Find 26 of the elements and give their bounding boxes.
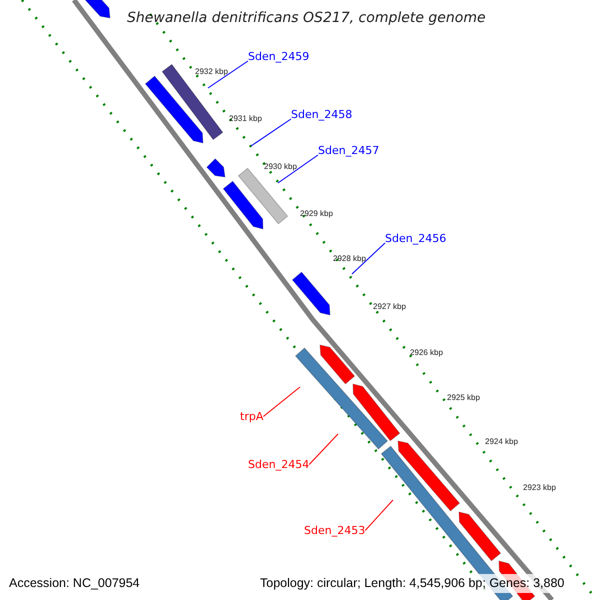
position-label: 2925 kbp [447, 392, 480, 404]
gene-label: Sden_2457 [318, 144, 380, 157]
title: Shewanella denitrificans OS217, complete genome [127, 9, 486, 28]
position-label: 2930 kbp [264, 161, 297, 173]
gene-label: Sden_2453 [304, 524, 366, 537]
gene-label: Sden_2456 [385, 232, 446, 245]
gene-label: Sden_2459 [248, 50, 310, 63]
leader-line [278, 154, 318, 184]
position-label: 2926 kbp [410, 347, 443, 359]
gene-label: trpA [240, 410, 264, 423]
footer-text: Topology: circular; Length: 4,545,906 bp; Genes: 3,880 [260, 574, 564, 593]
position-label: 2923 kbp [523, 482, 556, 494]
leader-line [352, 242, 386, 274]
leader-line [208, 60, 248, 88]
position-label: 2927 kbp [373, 301, 406, 313]
position-label: 2932 kbp [195, 66, 228, 78]
position-label: 2929 kbp [300, 208, 333, 220]
leader-line [250, 118, 292, 146]
leader-line [364, 500, 394, 531]
position-label: 2928 kbp [333, 253, 366, 265]
leader-line [262, 386, 300, 417]
gene-label: Sden_2454 [248, 458, 310, 471]
leader-line [308, 434, 338, 465]
position-label: 2931 kbp [229, 113, 262, 125]
position-label: 2924 kbp [485, 436, 518, 448]
gene-label: Sden_2458 [291, 108, 352, 121]
